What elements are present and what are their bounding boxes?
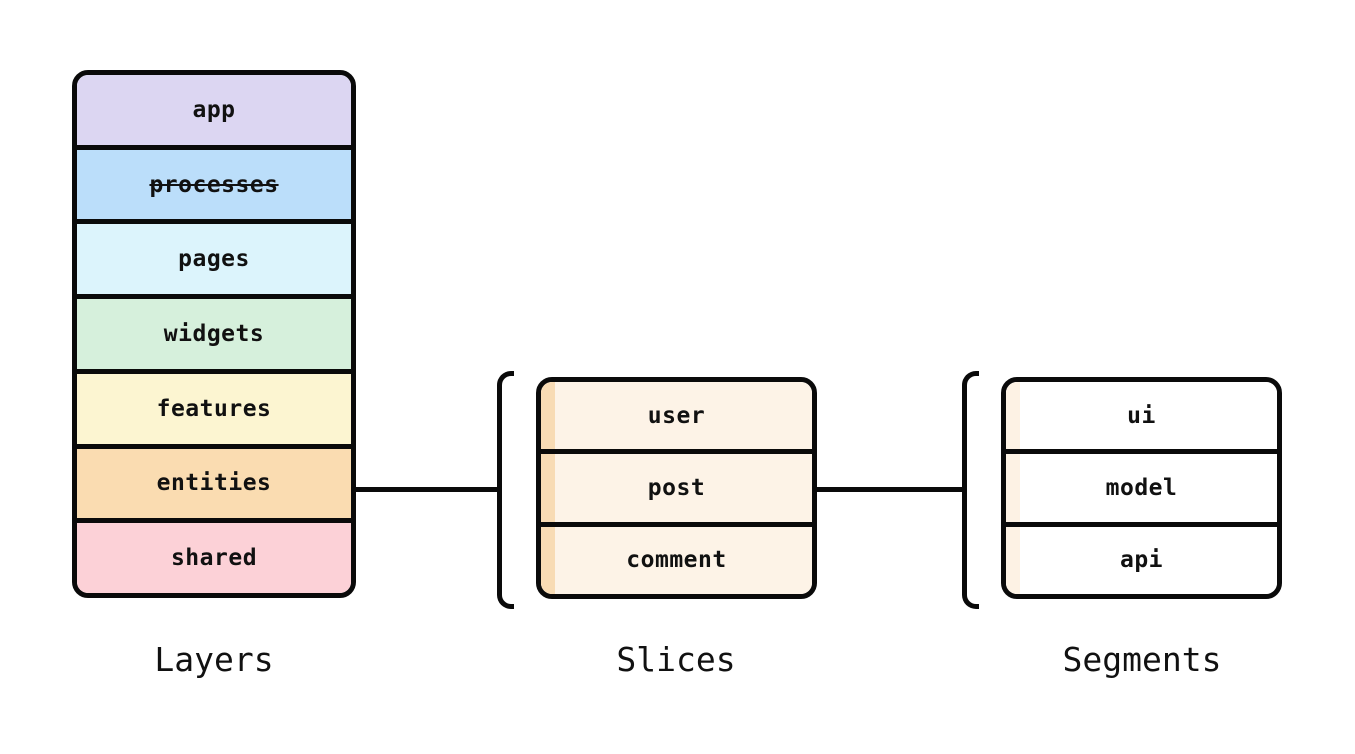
layer-label-widgets: widgets bbox=[163, 321, 265, 348]
segment-strip bbox=[1006, 526, 1020, 594]
layer-cell-processes: processes bbox=[77, 149, 351, 225]
layer-cell-widgets: widgets bbox=[77, 299, 351, 374]
slice-strip bbox=[541, 382, 555, 450]
slice-label-post: post bbox=[647, 474, 706, 501]
segments-group: ui model api bbox=[1001, 377, 1282, 599]
layer-label-pages: pages bbox=[178, 246, 250, 273]
slices-bracket-icon bbox=[497, 371, 514, 609]
segment-label-model: model bbox=[1105, 474, 1178, 501]
slices-caption: Slices bbox=[616, 640, 736, 679]
layer-label-processes: processes bbox=[149, 171, 279, 198]
segments-caption: Segments bbox=[1062, 640, 1222, 679]
layer-label-features: features bbox=[156, 395, 272, 422]
connector-slices-to-segments bbox=[814, 487, 967, 492]
slice-label-user: user bbox=[647, 402, 706, 429]
layer-label-app: app bbox=[192, 96, 236, 123]
layers-stack: app processes pages widgets features ent… bbox=[72, 70, 356, 598]
segment-label-ui: ui bbox=[1127, 402, 1156, 429]
slices-group: user post comment bbox=[536, 377, 817, 599]
segment-cell-model: model bbox=[1006, 454, 1277, 527]
slice-cell-post: post bbox=[541, 454, 812, 527]
slice-strip bbox=[541, 454, 555, 522]
segment-strip bbox=[1006, 382, 1020, 450]
slice-label-comment: comment bbox=[626, 547, 727, 574]
slice-cell-user: user bbox=[541, 382, 812, 455]
layer-label-entities: entities bbox=[156, 470, 272, 497]
segment-strip bbox=[1006, 454, 1020, 522]
slice-cell-comment: comment bbox=[541, 526, 812, 594]
segments-bracket-icon bbox=[962, 371, 979, 609]
segment-cell-api: api bbox=[1006, 526, 1277, 594]
layer-cell-app: app bbox=[77, 75, 351, 150]
layer-cell-entities: entities bbox=[77, 448, 351, 524]
layer-cell-shared: shared bbox=[77, 523, 351, 593]
connector-layers-to-slices bbox=[353, 487, 502, 492]
segment-label-api: api bbox=[1119, 547, 1164, 574]
segment-cell-ui: ui bbox=[1006, 382, 1277, 455]
slice-strip bbox=[541, 526, 555, 594]
layer-cell-features: features bbox=[77, 373, 351, 449]
layer-cell-pages: pages bbox=[77, 224, 351, 300]
layer-label-shared: shared bbox=[170, 545, 258, 572]
layers-caption: Layers bbox=[154, 640, 274, 679]
